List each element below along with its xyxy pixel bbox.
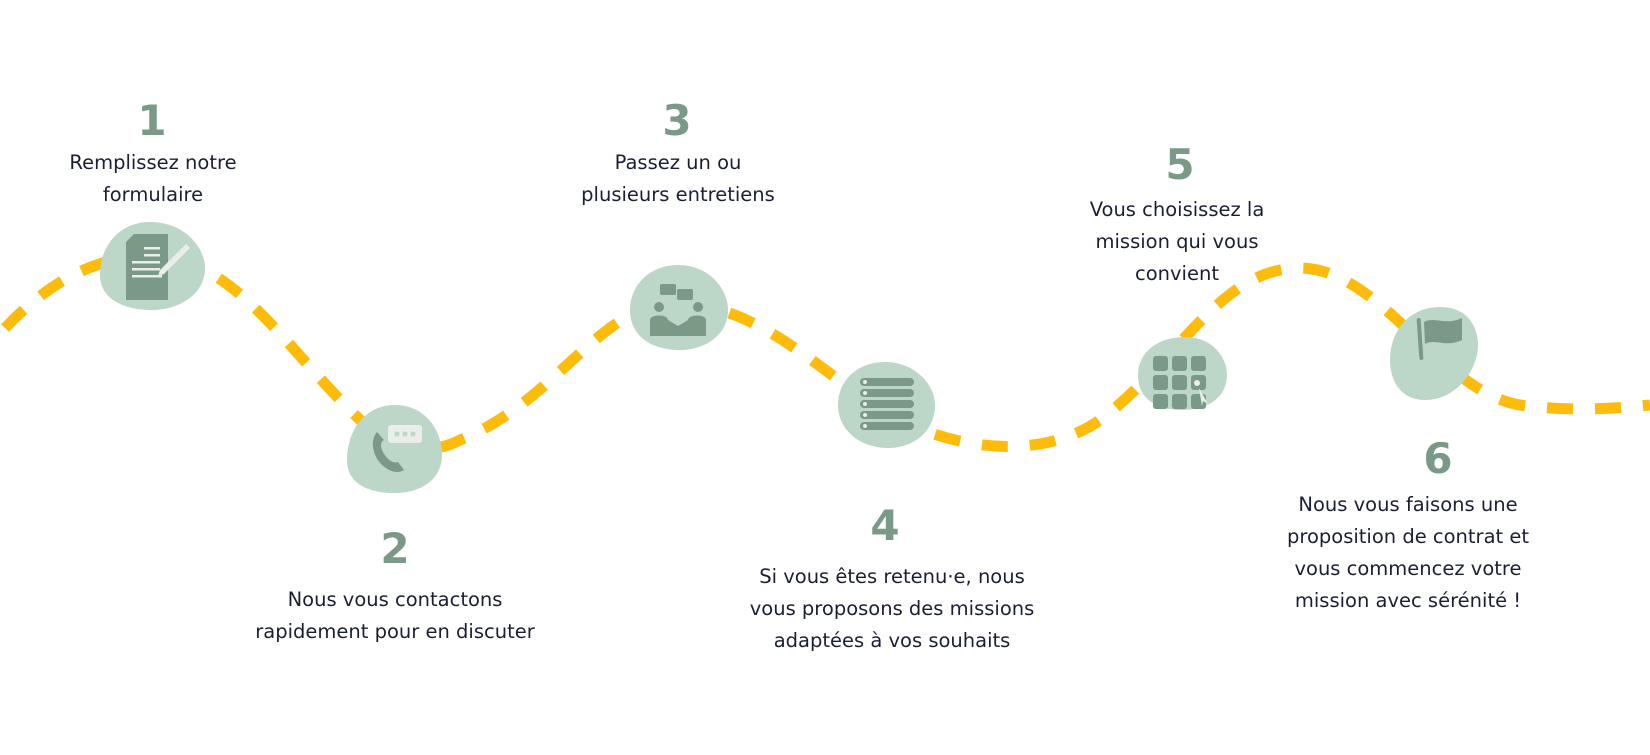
phone-chat-icon: [372, 425, 422, 473]
step-3-line: plusieurs entretiens: [581, 183, 775, 206]
interview-handshake-icon: [650, 284, 706, 336]
step-1-label: Remplissez notre formulaire: [0, 147, 333, 211]
step-6-label: Nous vous faisons une proposition de con…: [1228, 489, 1588, 617]
step-2-line: rapidement pour en discuter: [255, 620, 535, 643]
step-6-number: 6: [1423, 434, 1453, 483]
list-icon: [860, 378, 914, 430]
step-1-line: Remplissez notre: [69, 151, 237, 174]
step-5-number: 5: [1165, 140, 1195, 189]
step-2-icon-blob: [347, 405, 442, 493]
grid-select-icon: [1153, 356, 1208, 409]
step-4-line: vous proposons des missions: [749, 597, 1035, 620]
step-1-line: formulaire: [102, 183, 204, 206]
step-2-label: Nous vous contactons rapidement pour en …: [215, 584, 575, 648]
step-5-line: convient: [1135, 262, 1219, 285]
step-2-line: Nous vous contactons: [287, 588, 503, 611]
step-5-line: Vous choisissez la: [1089, 198, 1265, 221]
step-2-number: 2: [380, 524, 410, 573]
step-3-icon-blob: [630, 265, 728, 350]
step-3-label: Passez un ou plusieurs entretiens: [498, 147, 858, 211]
step-3-line: Passez un ou: [614, 151, 742, 174]
step-5-icon-blob: [1138, 337, 1227, 410]
step-4-number: 4: [870, 501, 900, 550]
step-4-line: Si vous êtes retenu·e, nous: [759, 565, 1025, 588]
flag-icon: [1416, 318, 1462, 360]
step-5-label: Vous choisissez la mission qui vous conv…: [997, 194, 1357, 290]
step-3-number: 3: [662, 96, 692, 145]
step-1-icon-blob: [100, 222, 205, 310]
step-4-line: adaptées à vos souhaits: [773, 629, 1011, 652]
step-4-icon-blob: [838, 362, 935, 448]
step-6-icon-blob: [1390, 307, 1478, 400]
step-6-line: vous commencez votre: [1294, 557, 1522, 580]
step-6-line: Nous vous faisons une: [1298, 493, 1518, 516]
step-6-line: mission avec sérénité !: [1294, 589, 1522, 612]
step-1-number: 1: [137, 96, 167, 145]
form-pencil-icon: [126, 234, 190, 300]
step-4-label: Si vous êtes retenu·e, nous vous proposo…: [712, 561, 1072, 657]
step-6-line: proposition de contrat et: [1286, 525, 1530, 548]
dashed-path: [1, 250, 1650, 455]
step-5-line: mission qui vous: [1095, 230, 1259, 253]
